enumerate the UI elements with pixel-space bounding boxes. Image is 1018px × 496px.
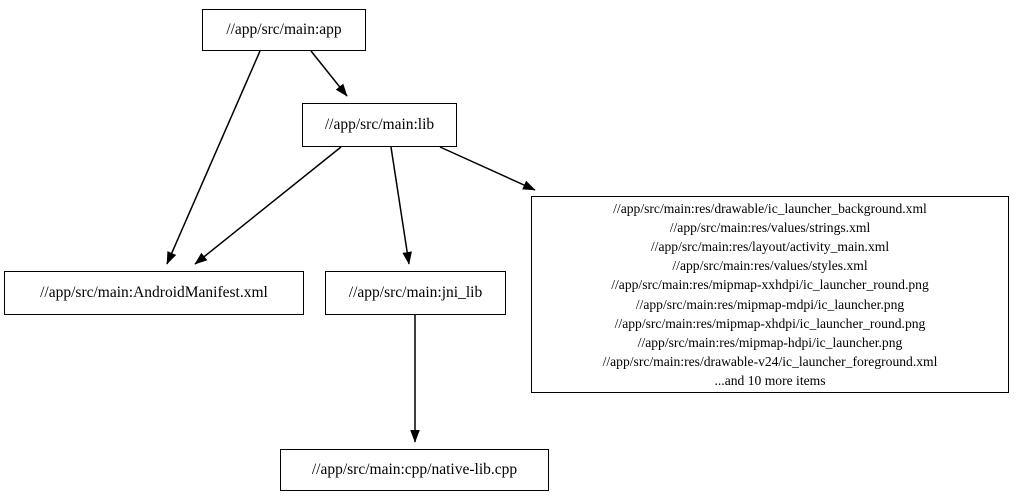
graph-node-androidmanifest[interactable]: //app/src/main:AndroidManifest.xml bbox=[4, 271, 304, 315]
graph-node-jni-lib-label: //app/src/main:jni_lib bbox=[348, 284, 483, 302]
graph-node-lib-label: //app/src/main:lib bbox=[324, 116, 435, 134]
graph-node-native-lib-cpp[interactable]: //app/src/main:cpp/native-lib.cpp bbox=[280, 449, 549, 491]
graph-node-jni-lib[interactable]: //app/src/main:jni_lib bbox=[325, 271, 506, 315]
graph-node-lib[interactable]: //app/src/main:lib bbox=[302, 103, 457, 147]
graph-node-res-group[interactable]: //app/src/main:res/drawable/ic_launcher_… bbox=[531, 196, 1009, 393]
edge-lib-to-jni-lib bbox=[390, 146, 412, 265]
edge-lib-to-res bbox=[439, 146, 536, 191]
graph-node-app-label: //app/src/main:app bbox=[226, 21, 342, 39]
edge-lib-to-manifest bbox=[194, 146, 342, 265]
graph-node-androidmanifest-label: //app/src/main:AndroidManifest.xml bbox=[40, 284, 268, 302]
graph-node-app[interactable]: //app/src/main:app bbox=[202, 9, 366, 51]
edge-app-to-manifest bbox=[166, 50, 261, 265]
edge-app-to-lib bbox=[310, 50, 348, 97]
graph-node-native-lib-cpp-label: //app/src/main:cpp/native-lib.cpp bbox=[311, 461, 518, 479]
graph-node-res-group-label: //app/src/main:res/drawable/ic_launcher_… bbox=[602, 201, 938, 388]
